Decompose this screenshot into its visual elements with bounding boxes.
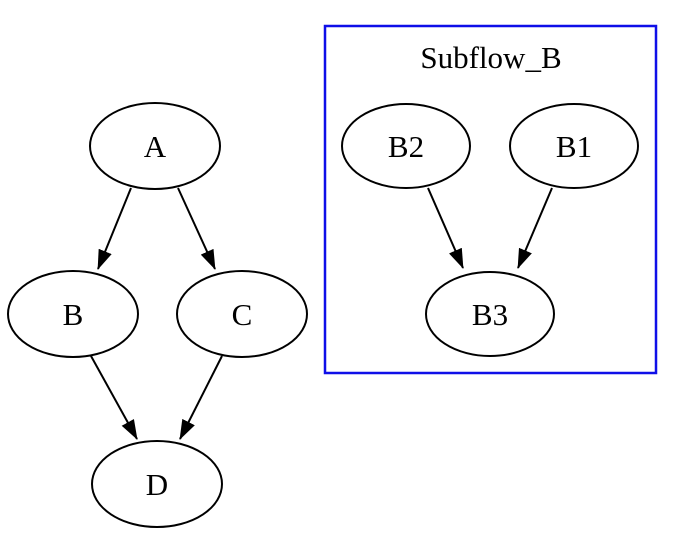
- node-B2-label: B2: [388, 129, 424, 164]
- edge-A-to-B: [97, 187, 132, 270]
- node-A-label: A: [144, 129, 167, 164]
- node-C-label: C: [232, 297, 253, 332]
- node-B: B: [7, 270, 139, 358]
- node-A-shape: [89, 102, 221, 190]
- node-D: D: [91, 440, 223, 528]
- node-B2-shape: [341, 103, 471, 189]
- node-B1-label: B1: [556, 129, 592, 164]
- edge-C-to-D: [179, 355, 223, 440]
- node-B3-label: B3: [472, 297, 508, 332]
- node-C: C: [176, 270, 308, 358]
- node-A: A: [89, 102, 221, 190]
- edge-A-to-C: [177, 187, 216, 270]
- node-D-shape: [91, 440, 223, 528]
- node-B1: B1: [509, 103, 639, 189]
- subflow-cluster-title: Subflow_B: [420, 40, 561, 75]
- edge-B-to-D: [90, 355, 138, 440]
- node-D-label: D: [146, 467, 168, 502]
- edge-B2-to-B3: [427, 187, 464, 269]
- node-B3-shape: [425, 271, 555, 357]
- node-B3: B3: [425, 271, 555, 357]
- node-B2: B2: [341, 103, 471, 189]
- node-B-shape: [7, 270, 139, 358]
- node-C-shape: [176, 270, 308, 358]
- subflow-cluster-border: [323, 24, 658, 375]
- node-B-label: B: [63, 297, 84, 332]
- node-B1-shape: [509, 103, 639, 189]
- edge-B1-to-B3: [517, 187, 553, 269]
